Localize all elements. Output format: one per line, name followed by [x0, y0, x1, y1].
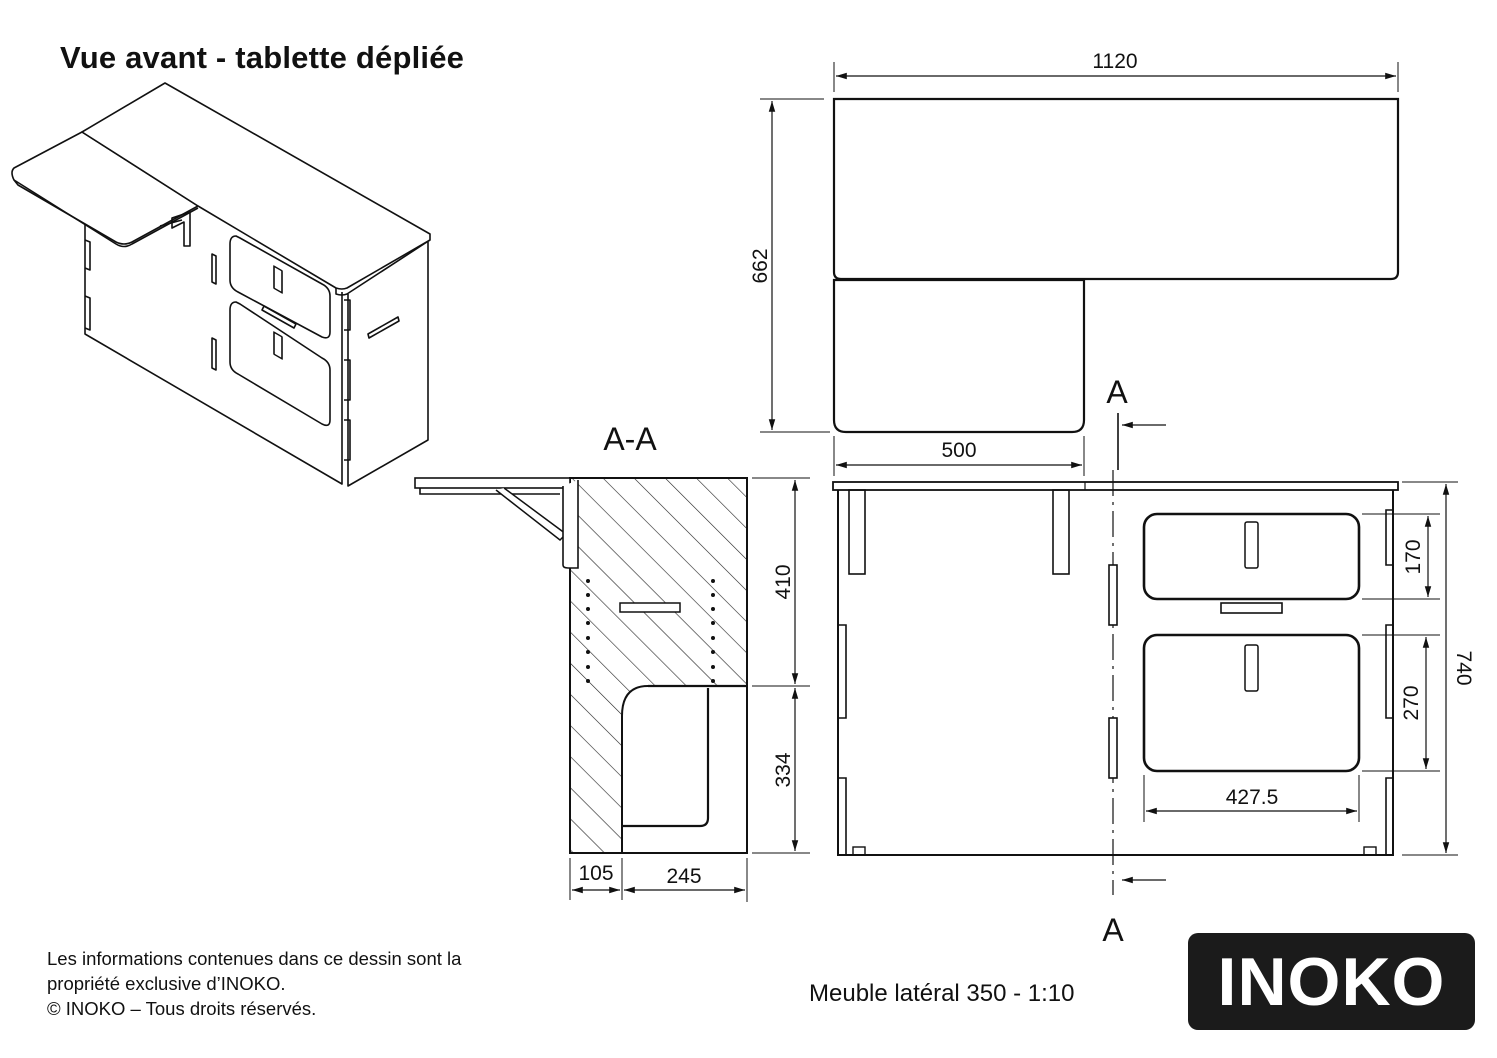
section-marker-top	[1117, 413, 1166, 470]
dim-170: 170	[1402, 539, 1425, 574]
dim-245: 245	[666, 865, 701, 888]
drawing-caption: Meuble latéral 350 - 1:10	[809, 980, 1075, 1007]
dim-740: 740	[1452, 650, 1475, 685]
dim-334: 334	[772, 752, 795, 787]
copyright-line-1: Les informations contenues dans ce dessi…	[47, 948, 462, 969]
dim-1120: 1120	[1092, 50, 1137, 73]
copyright-line-2: propriété exclusive d’INOKO.	[47, 973, 286, 994]
section-view	[414, 477, 810, 902]
dim-270: 270	[1400, 685, 1423, 720]
section-label-bottom: A	[1102, 912, 1124, 948]
copyright-note: Les informations contenues dans ce dessi…	[47, 946, 461, 1021]
front-view	[832, 470, 1458, 895]
dim-427-5: 427.5	[1226, 786, 1279, 809]
section-title: A-A	[603, 421, 657, 457]
dim-500: 500	[941, 439, 976, 462]
isometric-view	[11, 82, 431, 487]
section-label-top: A	[1106, 374, 1128, 410]
logo-text: INOKO	[1217, 943, 1446, 1020]
inoko-logo: INOKO	[1188, 933, 1475, 1030]
top-view	[760, 62, 1400, 476]
dim-410: 410	[772, 564, 795, 599]
drawing-title: Vue avant - tablette dépliée	[60, 40, 465, 75]
dim-662: 662	[749, 248, 772, 283]
copyright-line-3: © INOKO – Tous droits réservés.	[47, 998, 317, 1019]
dim-105: 105	[578, 862, 613, 885]
